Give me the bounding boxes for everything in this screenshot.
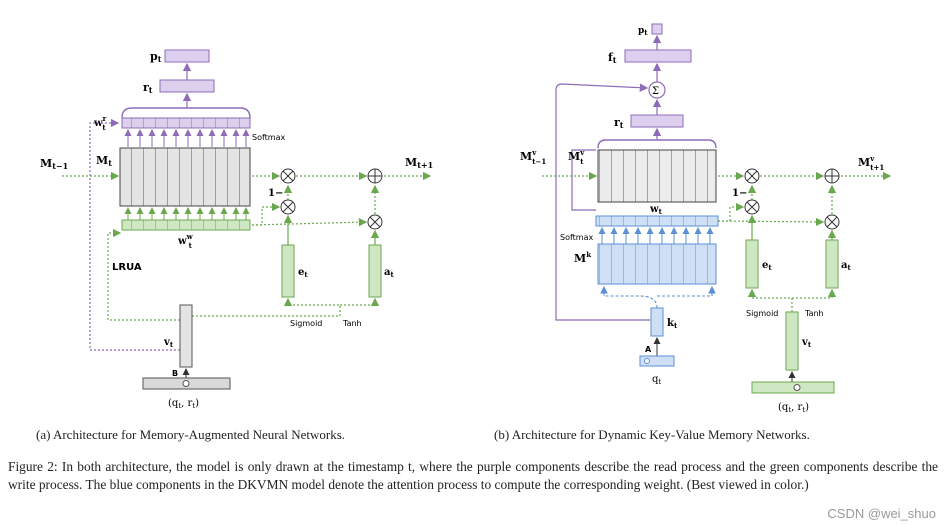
input-label: (qt, rt) [168, 398, 199, 410]
r-t-label-b: rt [614, 116, 624, 130]
m-next-label: Mt+1 [405, 156, 433, 170]
softmax-label-b: Softmax [560, 233, 593, 242]
subcaption-a: (a) Architecture for Memory-Augmented Ne… [36, 427, 345, 442]
w-w-row [121, 219, 251, 231]
k-t-label: kt [667, 318, 678, 330]
value-memory [597, 149, 717, 203]
sigmoid-label: Sigmoid [290, 319, 322, 328]
attention-weights [595, 215, 719, 227]
k-t-box [650, 307, 664, 337]
p-t-box [164, 49, 210, 63]
e-t-box [281, 244, 295, 298]
e-t-box-b [745, 239, 759, 289]
lrua-label: LRUA [112, 262, 142, 273]
r-t-label: rt [143, 81, 153, 95]
tanh-label: Tanh [342, 319, 362, 328]
v-t-box-b [785, 311, 799, 371]
v-t-label: vt [163, 337, 174, 349]
sum-op [648, 81, 666, 99]
v-t-label-b: vt [801, 337, 812, 349]
tanh-label-b: Tanh [804, 309, 824, 318]
w-r-row [121, 117, 251, 129]
a-t-box [368, 244, 382, 298]
sigmoid-label-b: Sigmoid [746, 309, 778, 318]
r-t-box-b [630, 114, 684, 128]
e-t-label: et [298, 267, 308, 279]
q-t-box [639, 355, 675, 367]
f-t-box [624, 49, 692, 63]
subcaption-b: (b) Architecture for Dynamic Key-Value M… [494, 427, 810, 442]
p-t-label-b: pt [638, 26, 648, 37]
one-minus-label-b: 1− [732, 188, 747, 199]
attention-arrows [598, 227, 714, 244]
a-arrow-label: A [645, 345, 652, 354]
q-t-label: qt [652, 374, 661, 386]
r-t-box [159, 79, 215, 93]
softmax-label: Softmax [252, 133, 285, 142]
e-t-label-b: et [762, 260, 772, 272]
input-bar-b [751, 381, 835, 394]
watermark: CSDN @wei_shuo [827, 506, 936, 521]
mk-label: Mk [574, 250, 591, 265]
key-memory [597, 243, 717, 285]
p-t-label: pt [150, 50, 162, 64]
a-t-label-b: at [841, 260, 851, 272]
a-t-box-b [825, 239, 839, 289]
memory-m-t [119, 147, 251, 207]
f-t-label: ft [608, 51, 617, 65]
input-label-b: (qt, rt) [778, 402, 809, 414]
p-t-box-b [651, 23, 663, 35]
b-label: B [172, 369, 178, 378]
m-prev-label: Mt−1 [40, 157, 68, 171]
a-t-label: at [384, 267, 394, 279]
write-arrows [124, 207, 250, 220]
v-t-box [179, 304, 193, 368]
m-cur-label: Mt [96, 154, 112, 168]
sigma-label: Σ [652, 86, 659, 97]
w-t-label-b: wt [649, 204, 663, 216]
one-minus-label: 1− [268, 188, 283, 199]
read-arrows [124, 129, 250, 147]
figure-caption: Figure 2: In both architecture, the mode… [8, 459, 938, 492]
